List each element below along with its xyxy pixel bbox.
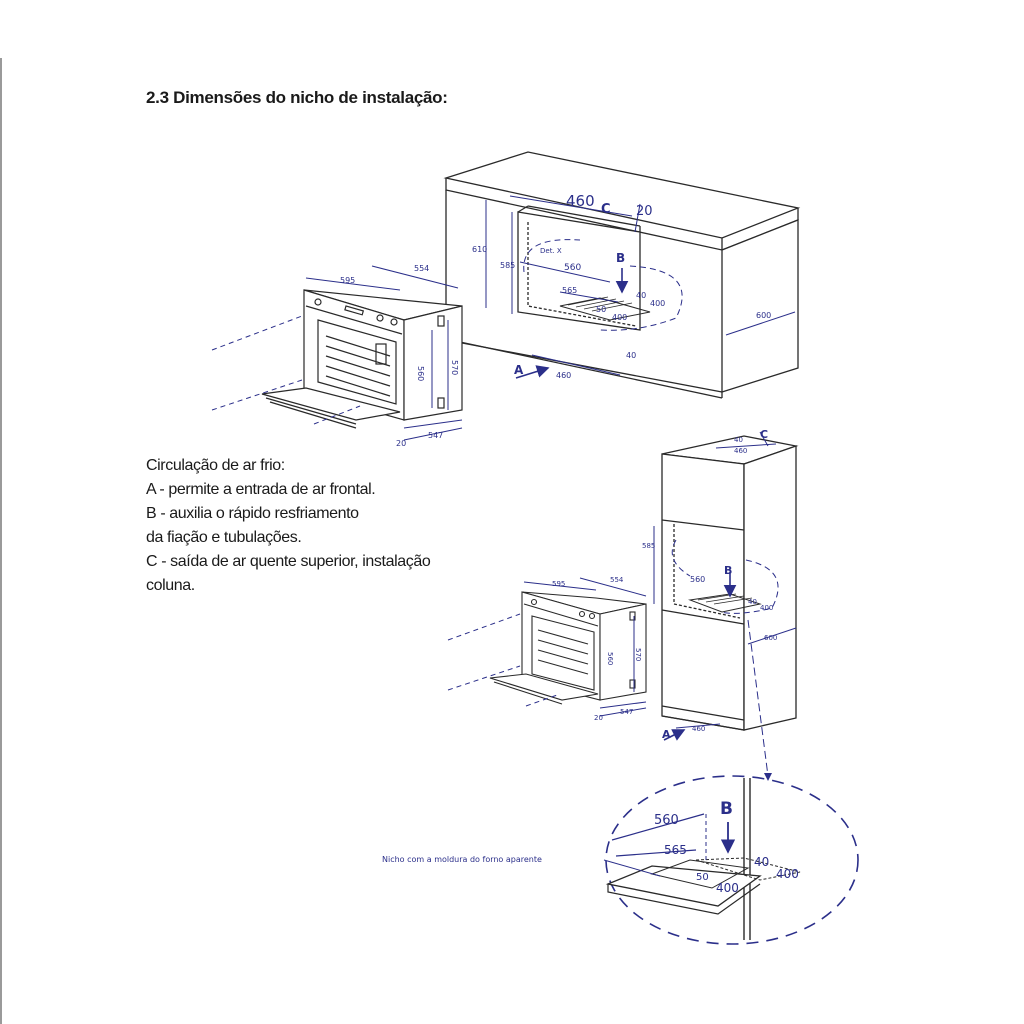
dim-niche-height: 610 bbox=[472, 245, 487, 254]
dim-column-top-a: 40 bbox=[734, 436, 743, 444]
dim-oven-height: 570 bbox=[450, 360, 459, 375]
detail-dim-depth: 560 bbox=[654, 813, 679, 828]
dim-oven2-width: 595 bbox=[552, 580, 565, 588]
dim-vent-d: 400 bbox=[612, 313, 627, 322]
dim-column-niche-depth: 560 bbox=[690, 575, 705, 584]
note-line-b-cont: da fiação e tubulações. bbox=[146, 529, 302, 546]
dim-oven-inner: 560 bbox=[416, 366, 425, 381]
detail-vent-b: 400 bbox=[776, 867, 799, 881]
column-cabinet bbox=[661, 435, 799, 731]
dim-oven-gap: 20 bbox=[396, 439, 406, 448]
air-circulation-notes: Circulação de ar frio: A - permite a ent… bbox=[146, 454, 486, 598]
detail-view: 560 565 B 40 400 50 400 Nicho com a mold… bbox=[382, 775, 859, 945]
column-marker-c: C bbox=[760, 428, 768, 441]
note-line-c-cont: coluna. bbox=[146, 577, 195, 594]
column-dimension-lines bbox=[653, 431, 797, 781]
dim-column-top-b: 460 bbox=[734, 447, 747, 455]
dim-column-depth: 600 bbox=[764, 634, 777, 642]
dim-oven-depth: 554 bbox=[414, 264, 429, 273]
detail-caption: Nicho com a moldura do forno aparente bbox=[382, 855, 542, 864]
oven-column bbox=[489, 591, 647, 705]
dim-oven-bottom-depth: 547 bbox=[428, 431, 443, 440]
undercounter-dimension-lines bbox=[485, 195, 796, 379]
dim-column-vent-b: 400 bbox=[760, 604, 773, 612]
detail-vent-a: 40 bbox=[754, 855, 769, 869]
oven-column-dims bbox=[447, 577, 647, 717]
detail-x-label: Det. X bbox=[540, 247, 562, 255]
column-marker-b: B bbox=[724, 564, 732, 577]
dim-oven2-inner: 560 bbox=[606, 652, 614, 665]
note-line-c: C - saída de ar quente superior, instala… bbox=[146, 553, 431, 570]
section-heading: 2.3 Dimensões do nicho de instalação: bbox=[146, 88, 448, 107]
detail-vent-c: 50 bbox=[696, 872, 709, 883]
detail-dim-inner: 565 bbox=[664, 843, 687, 857]
column-marker-a: A bbox=[662, 728, 671, 741]
dim-oven2-height: 570 bbox=[634, 648, 642, 661]
dim-oven2-gap: 20 bbox=[594, 714, 603, 722]
dim-niche-width: 460 bbox=[566, 192, 595, 210]
detail-vent-d: 400 bbox=[716, 881, 739, 895]
dim-vent-a: 40 bbox=[636, 291, 646, 300]
oven-undercounter-dims bbox=[211, 265, 463, 441]
dim-vent-c: 50 bbox=[596, 305, 606, 314]
note-line-b: B - auxilia o rápido resfriamento bbox=[146, 505, 359, 522]
dim-bottom-gap: 40 bbox=[626, 351, 636, 360]
dim-cabinet-depth: 600 bbox=[756, 311, 771, 320]
oven-column-labels: 595 554 570 560 20 547 bbox=[552, 576, 642, 722]
dim-bottom-width: 460 bbox=[556, 371, 571, 380]
notes-title: Circulação de ar frio: bbox=[146, 457, 285, 474]
dim-column-bottom: 460 bbox=[692, 725, 705, 733]
dim-oven-width: 595 bbox=[340, 276, 355, 285]
oven-undercounter-labels: 595 554 570 560 20 547 bbox=[340, 264, 459, 448]
dim-niche-inner-height: 585 bbox=[500, 261, 515, 270]
undercounter-labels: 460 C 20 610 585 Det. X 560 B 565 40 400… bbox=[472, 192, 771, 380]
dim-column-vent-a: 40 bbox=[748, 598, 757, 606]
dim-niche-inner: 565 bbox=[562, 286, 577, 295]
dim-oven2-depth: 554 bbox=[610, 576, 624, 584]
column-labels: 40 460 C 585 560 B 40 400 600 460 A bbox=[642, 428, 777, 741]
detail-marker-b: B bbox=[720, 799, 733, 819]
note-line-a: A - permite a entrada de ar frontal. bbox=[146, 481, 376, 498]
dim-gap-top: 20 bbox=[636, 204, 653, 219]
marker-b: B bbox=[616, 251, 625, 265]
marker-c: C bbox=[601, 202, 611, 217]
dim-vent-b: 400 bbox=[650, 299, 665, 308]
page-left-edge bbox=[0, 58, 2, 1024]
dim-niche-depth: 560 bbox=[564, 263, 581, 273]
marker-a: A bbox=[514, 363, 524, 377]
dim-oven2-bottom: 547 bbox=[620, 708, 633, 716]
dim-column-niche-height: 585 bbox=[642, 542, 655, 550]
